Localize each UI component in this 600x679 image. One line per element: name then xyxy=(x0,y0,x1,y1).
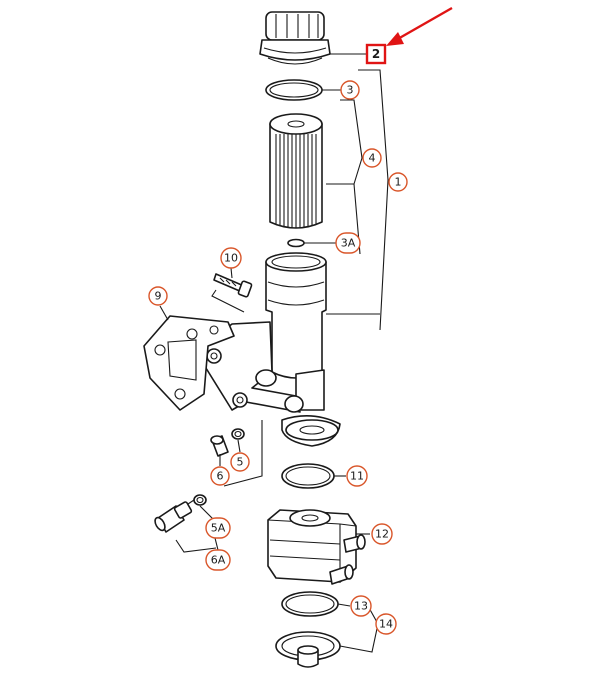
callout-4: 4 xyxy=(362,148,382,168)
part-washer-5 xyxy=(231,428,245,440)
part-oil-cooler xyxy=(267,509,366,585)
svg-text:5A: 5A xyxy=(211,522,226,535)
callout-11: 11 xyxy=(346,465,368,487)
part-gasket xyxy=(143,315,235,411)
svg-text:10: 10 xyxy=(224,252,238,265)
part-filter-element xyxy=(269,113,323,229)
callout-9: 9 xyxy=(148,286,168,306)
svg-text:1: 1 xyxy=(395,176,402,189)
callout-2-highlighted: 2 xyxy=(365,43,387,65)
svg-text:14: 14 xyxy=(379,618,393,631)
callout-10: 10 xyxy=(220,247,242,269)
svg-text:5: 5 xyxy=(237,456,244,469)
part-filter-housing xyxy=(195,252,341,447)
svg-text:4: 4 xyxy=(369,152,376,165)
highlight-arrow xyxy=(386,6,453,46)
callout-5a: 5A xyxy=(205,517,231,539)
callout-13: 13 xyxy=(350,595,372,617)
callout-6a: 6A xyxy=(205,549,231,571)
svg-text:3A: 3A xyxy=(341,237,356,250)
callout-14: 14 xyxy=(375,613,397,635)
callout-1: 1 xyxy=(388,172,408,192)
callout-5: 5 xyxy=(230,452,250,472)
part-filter-cap xyxy=(259,11,331,65)
callout-12: 12 xyxy=(371,523,393,545)
part-washer-5a xyxy=(193,494,207,506)
part-bottom-cap xyxy=(275,631,341,668)
callout-3: 3 xyxy=(340,80,360,100)
part-o-ring-3 xyxy=(265,79,323,101)
svg-text:9: 9 xyxy=(155,290,162,303)
svg-text:13: 13 xyxy=(354,600,368,613)
svg-text:11: 11 xyxy=(350,470,364,483)
part-seal-3a xyxy=(287,238,305,248)
svg-text:6A: 6A xyxy=(211,554,226,567)
svg-text:12: 12 xyxy=(375,528,389,541)
callout-3a: 3A xyxy=(335,232,361,254)
part-plug-6 xyxy=(210,435,229,457)
svg-text:6: 6 xyxy=(217,470,224,483)
part-o-ring-11 xyxy=(281,463,335,489)
part-sender-6a xyxy=(154,499,195,533)
part-bolt xyxy=(213,273,253,298)
part-o-ring-13 xyxy=(281,591,339,617)
svg-text:2: 2 xyxy=(372,47,380,61)
svg-text:3: 3 xyxy=(347,84,354,97)
callout-6: 6 xyxy=(210,466,230,486)
